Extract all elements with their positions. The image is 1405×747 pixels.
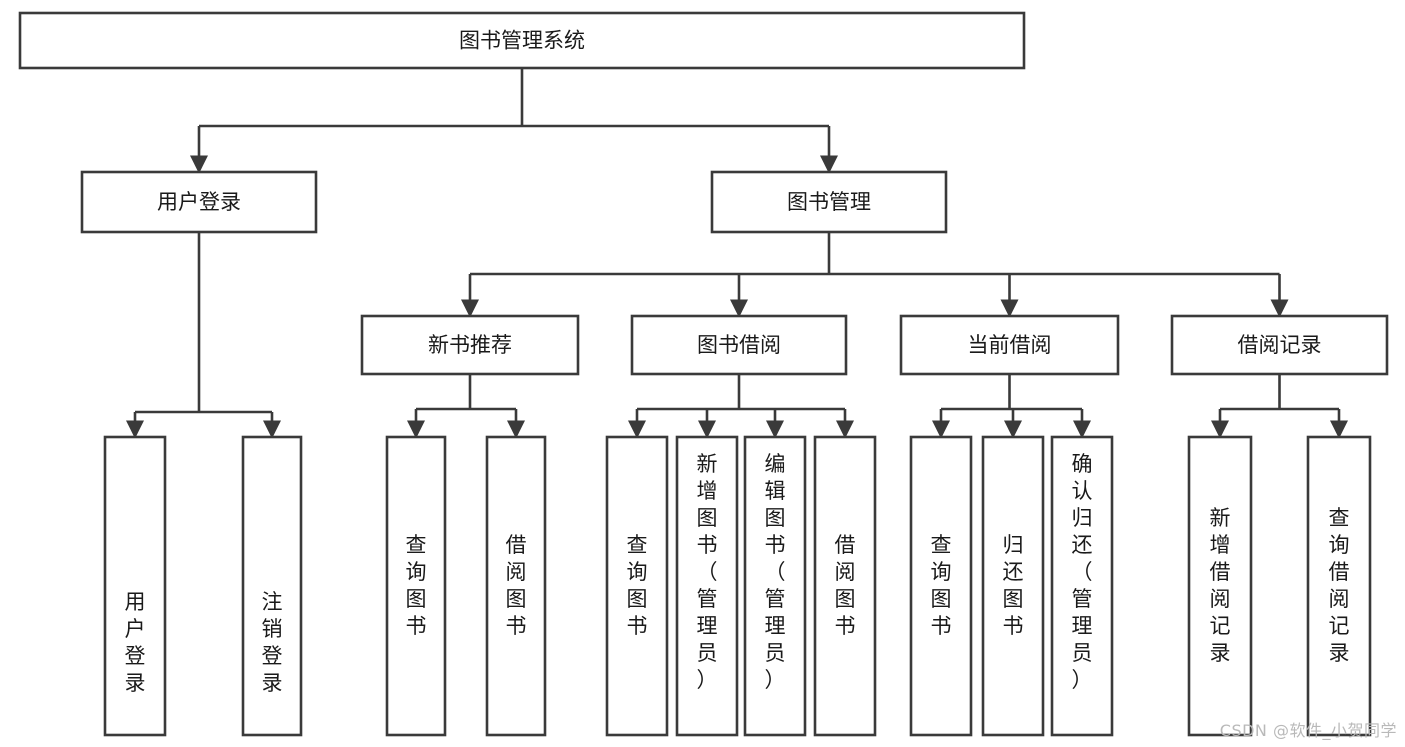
node-label: 当前借阅 xyxy=(968,333,1052,357)
node-box[interactable] xyxy=(1050,435,1114,737)
node-label: 借阅图书 xyxy=(835,533,856,638)
node-label: 确认归还（管理员） xyxy=(1072,452,1093,692)
node-box[interactable] xyxy=(1170,314,1389,376)
node-box[interactable] xyxy=(360,314,580,376)
node-label: 编辑图书（管理员） xyxy=(765,452,786,692)
node-label: 图书管理 xyxy=(787,190,871,214)
node-label: 查询借阅记录 xyxy=(1329,506,1350,665)
node-box[interactable] xyxy=(80,170,318,234)
node-leaf-query-book-2[interactable]: 查询图书 xyxy=(605,435,669,737)
node-leaf-edit-book[interactable]: 编辑图书（管理员） xyxy=(743,435,807,737)
node-label: 查询图书 xyxy=(931,533,952,638)
node-leaf-return-book[interactable]: 归还图书 xyxy=(981,435,1045,737)
node-leaf-borrow-book-2[interactable]: 借阅图书 xyxy=(813,435,877,737)
node-leaf-user-login[interactable]: 用户登录 xyxy=(103,435,167,737)
edge-layer xyxy=(125,68,1349,439)
node-box[interactable] xyxy=(1187,435,1253,737)
node-box[interactable] xyxy=(630,314,848,376)
node-borrow-record[interactable]: 借阅记录 xyxy=(1170,314,1389,376)
node-label: 用户登录 xyxy=(125,590,146,695)
node-label: 归还图书 xyxy=(1003,533,1024,638)
node-box[interactable] xyxy=(981,435,1045,737)
node-box[interactable] xyxy=(18,11,1026,70)
node-box[interactable] xyxy=(899,314,1120,376)
node-box[interactable] xyxy=(385,435,447,737)
node-user-login[interactable]: 用户登录 xyxy=(80,170,318,234)
node-book-borrow[interactable]: 图书借阅 xyxy=(630,314,848,376)
node-layer: 图书管理系统用户登录图书管理新书推荐图书借阅当前借阅借阅记录用户登录注销登录查询… xyxy=(18,11,1389,737)
node-box[interactable] xyxy=(103,435,167,737)
node-root[interactable]: 图书管理系统 xyxy=(18,11,1026,70)
node-label: 图书管理系统 xyxy=(459,29,585,53)
node-leaf-query-book-1[interactable]: 查询图书 xyxy=(385,435,447,737)
node-leaf-add-book[interactable]: 新增图书（管理员） xyxy=(675,435,739,737)
node-leaf-query-record[interactable]: 查询借阅记录 xyxy=(1306,435,1372,737)
node-label: 注销登录 xyxy=(262,590,283,695)
node-current-borrow[interactable]: 当前借阅 xyxy=(899,314,1120,376)
node-box[interactable] xyxy=(485,435,547,737)
node-box[interactable] xyxy=(710,170,948,234)
node-new-book-recommend[interactable]: 新书推荐 xyxy=(360,314,580,376)
node-label: 新增图书（管理员） xyxy=(697,452,718,692)
node-label: 图书借阅 xyxy=(697,333,781,357)
node-label: 借阅记录 xyxy=(1238,333,1322,357)
node-leaf-logout[interactable]: 注销登录 xyxy=(241,435,303,737)
node-label: 新增借阅记录 xyxy=(1210,506,1231,665)
node-label: 查询图书 xyxy=(406,533,427,638)
node-box[interactable] xyxy=(675,435,739,737)
csdn-watermark: CSDN @软件_小贺同学 xyxy=(1219,721,1397,740)
node-box[interactable] xyxy=(241,435,303,737)
node-box[interactable] xyxy=(605,435,669,737)
node-box[interactable] xyxy=(743,435,807,737)
node-box[interactable] xyxy=(813,435,877,737)
node-label: 新书推荐 xyxy=(428,333,512,357)
node-box[interactable] xyxy=(909,435,973,737)
node-leaf-add-record[interactable]: 新增借阅记录 xyxy=(1187,435,1253,737)
node-leaf-confirm-return[interactable]: 确认归还（管理员） xyxy=(1050,435,1114,737)
node-box[interactable] xyxy=(1306,435,1372,737)
node-label: 查询图书 xyxy=(627,533,648,638)
node-label: 用户登录 xyxy=(157,190,241,214)
node-book-management[interactable]: 图书管理 xyxy=(710,170,948,234)
node-label: 借阅图书 xyxy=(506,533,527,638)
node-leaf-query-book-3[interactable]: 查询图书 xyxy=(909,435,973,737)
node-leaf-borrow-book-1[interactable]: 借阅图书 xyxy=(485,435,547,737)
